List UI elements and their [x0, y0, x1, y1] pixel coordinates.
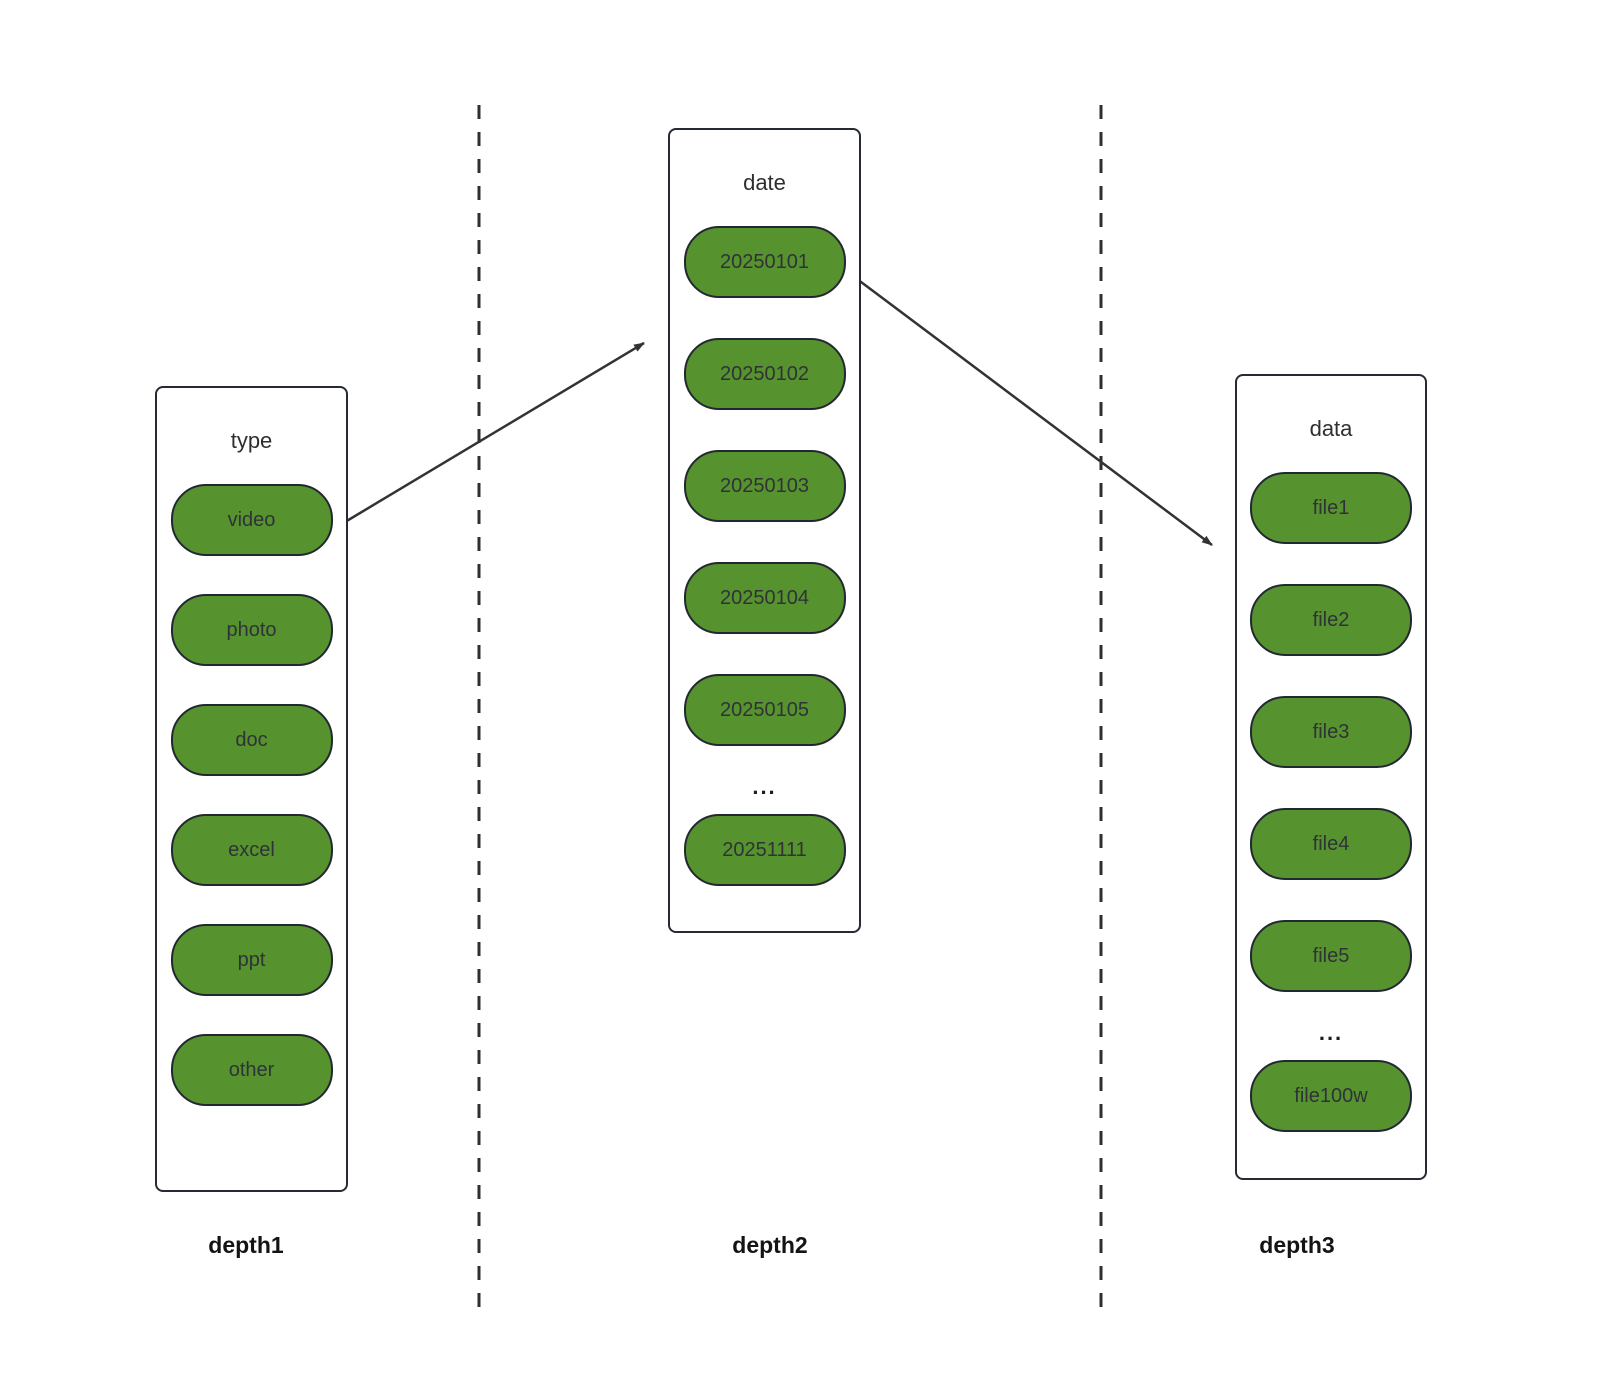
node-pill-file1: file1 [1250, 472, 1412, 544]
node-pill-20250101: 20250101 [683, 226, 846, 298]
node-pill-file4: file4 [1250, 808, 1412, 880]
node-pill-20250102: 20250102 [683, 338, 846, 410]
node-pill-20250104: 20250104 [683, 562, 846, 634]
arrow-20250101-to-data [848, 271, 1213, 547]
depth2-label: depth2 [732, 1232, 808, 1258]
node-pill-excel: excel [170, 814, 333, 886]
node-pill-ppt: ppt [170, 924, 333, 996]
node-pill-20250103: 20250103 [683, 450, 846, 522]
group-type: type video photo doc excel ppt other [155, 386, 348, 1192]
arrow-video-to-date [339, 341, 645, 527]
node-pill-20250105: 20250105 [683, 674, 846, 746]
node-pill-file5: file5 [1250, 920, 1412, 992]
node-pill-doc: doc [170, 704, 333, 776]
node-pill-20251111: 20251111 [683, 814, 846, 886]
node-pill-video: video [170, 484, 333, 556]
node-pill-file100w: file100w [1250, 1060, 1412, 1132]
node-pill-photo: photo [170, 594, 333, 666]
group-title-type: type [230, 428, 273, 453]
node-pill-other: other [170, 1034, 333, 1106]
depth1-label: depth1 [208, 1232, 284, 1258]
ellipsis-date: ... [752, 774, 777, 799]
group-title-date: date [743, 170, 786, 195]
node-pill-file2: file2 [1250, 584, 1412, 656]
group-data: data file1 file2 file3 file4 file5 ... f… [1235, 374, 1427, 1180]
depth3-label: depth3 [1259, 1232, 1335, 1258]
ellipsis-data: ... [1318, 1020, 1344, 1045]
node-pill-file3: file3 [1250, 696, 1412, 768]
group-title-data: data [1309, 416, 1353, 441]
group-date: date 20250101 20250102 20250103 20250104… [668, 128, 861, 933]
